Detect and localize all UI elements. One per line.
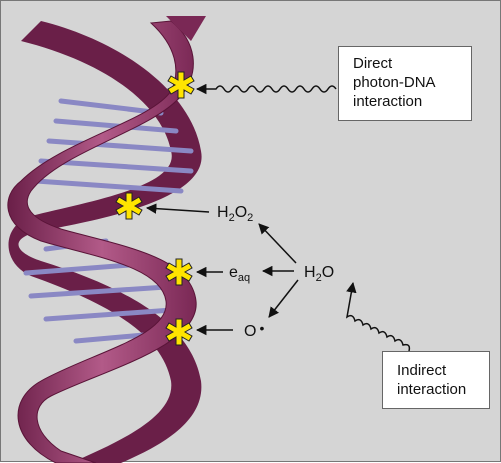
dna-back-strand <box>8 21 202 463</box>
direct-photon-wave <box>195 83 337 95</box>
peroxide-label: H2O2 <box>217 204 253 224</box>
damage-star <box>165 258 193 286</box>
damage-star <box>167 71 195 99</box>
dna-front-strand <box>7 20 197 463</box>
oxygen-radical-label: O• <box>244 320 264 340</box>
direct-interaction-line3: interaction <box>353 93 423 110</box>
base-pair <box>46 138 194 154</box>
arrow-peroxide-to-dna <box>145 203 210 214</box>
indirect-photon-wave <box>345 281 411 352</box>
indirect-interaction-box: Indirect interaction <box>382 351 490 409</box>
damage-star <box>115 192 143 220</box>
indirect-interaction-line2: interaction <box>397 381 467 398</box>
damage-star <box>165 318 193 346</box>
direct-interaction-line1: Direct <box>353 55 393 72</box>
direct-interaction-line2: photon-DNA <box>353 74 436 91</box>
base-pair <box>28 283 184 299</box>
direct-interaction-box: Direct photon-DNA interaction <box>338 46 472 121</box>
base-pair <box>43 306 189 322</box>
hydrated-electron-label: eaq <box>229 264 250 284</box>
ribbon-top-end <box>166 16 206 41</box>
water-label: H2O <box>304 264 334 284</box>
base-pair <box>58 98 164 116</box>
arrow-to-radical <box>268 279 299 318</box>
indirect-interaction-line1: Indirect <box>397 362 447 379</box>
base-pair <box>33 178 184 194</box>
arrow-to-peroxide <box>258 223 297 264</box>
